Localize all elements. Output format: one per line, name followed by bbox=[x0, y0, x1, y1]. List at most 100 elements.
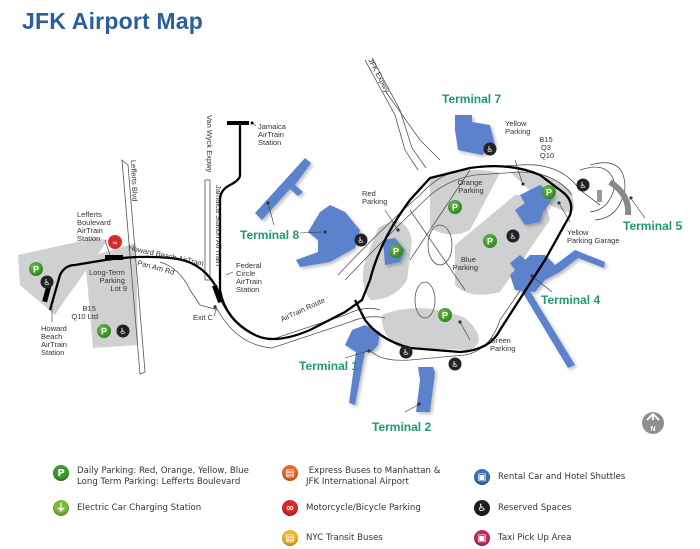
legend-label: Reserved Spaces bbox=[498, 503, 572, 513]
legend-item-express-bus: ▤ Express Buses to Manhattan &JFK Intern… bbox=[282, 465, 440, 488]
bus-lot9-label: B15 Q10 Ltd bbox=[71, 304, 98, 321]
svg-text:P: P bbox=[393, 247, 399, 257]
taxi-icon: ▣ bbox=[474, 530, 490, 546]
legend-item-ev-charging: ⏚ Electric Car Charging Station bbox=[53, 500, 201, 516]
pan-am-rd-label: Pan Am Rd bbox=[136, 258, 175, 277]
yellow-garage-label: Yellow Parking Garage bbox=[567, 228, 620, 245]
roads bbox=[121, 57, 626, 375]
motorcycle-icon: ∞ bbox=[282, 500, 298, 516]
express-bus-icon: ▤ bbox=[282, 465, 298, 481]
jamaica-airtrain-label: Jamaica Station AirTrain bbox=[214, 185, 223, 266]
legend-label: Motorcycle/Bicycle Parking bbox=[306, 503, 421, 513]
svg-text:♿: ♿ bbox=[451, 360, 458, 369]
svg-text:♿: ♿ bbox=[402, 348, 409, 357]
legend-label: Rental Car and Hotel Shuttles bbox=[498, 472, 626, 482]
legend-item-reserved: ♿ Reserved Spaces bbox=[474, 500, 571, 516]
svg-text:♿: ♿ bbox=[579, 181, 586, 190]
parking-icons: P P P P P P P bbox=[29, 185, 556, 338]
terminal-4-label[interactable]: Terminal 4 bbox=[541, 293, 600, 307]
motorcycle-icon: ∞ bbox=[108, 235, 122, 249]
exit-c-label: Exit C bbox=[193, 313, 214, 322]
parking-icon: P bbox=[448, 200, 462, 214]
legend-label: Electric Car Charging Station bbox=[77, 503, 202, 513]
legend-item-motorcycle: ∞ Motorcycle/Bicycle Parking bbox=[282, 500, 421, 516]
svg-text:♿: ♿ bbox=[509, 232, 516, 241]
terminal-5-label[interactable]: Terminal 5 bbox=[623, 219, 682, 233]
green-parking-label: Green Parking bbox=[490, 336, 515, 353]
accessible-icons: ♿ ♿ ♿ ♿ ♿ ♿ ♿ ♿ bbox=[40, 142, 590, 371]
airtrain-route-label: AirTrain Route bbox=[279, 295, 326, 323]
bus-t5-label: B15 Q3 Q10 bbox=[539, 135, 554, 160]
accessible-icon: ♿ bbox=[576, 178, 590, 192]
svg-text:P: P bbox=[452, 203, 458, 213]
legend-label: Taxi Pick Up Area bbox=[498, 533, 572, 543]
howard-beach-lot bbox=[18, 238, 108, 315]
svg-text:♿: ♿ bbox=[43, 278, 50, 287]
terminal-7-label[interactable]: Terminal 7 bbox=[442, 92, 501, 106]
jamaica-station-label: Jamaica AirTrain Station bbox=[258, 122, 288, 147]
terminal-5-building bbox=[608, 179, 632, 216]
parking-icon: P bbox=[29, 262, 43, 276]
green-parking-area bbox=[381, 308, 479, 350]
federal-circle-label: Federal Circle AirTrain Station bbox=[236, 261, 264, 294]
accessible-icon: ♿ bbox=[40, 275, 54, 289]
svg-text:P: P bbox=[487, 237, 493, 247]
svg-text:P: P bbox=[546, 188, 552, 198]
accessible-icon: ♿ bbox=[354, 233, 368, 247]
long-term-parking-label: Long-Term Parking Lot 9 bbox=[89, 268, 127, 293]
svg-text:P: P bbox=[101, 327, 107, 337]
terminal-8-main bbox=[296, 205, 360, 267]
svg-text:P: P bbox=[33, 265, 39, 275]
svg-text:N: N bbox=[650, 426, 655, 433]
parking-icon: P bbox=[483, 234, 497, 248]
orange-parking-label: Orange Parking bbox=[457, 178, 484, 195]
parking-icon: P bbox=[389, 244, 403, 258]
howard-beach-station-label: Howard Beach AirTrain Station bbox=[41, 324, 69, 357]
terminal-1-building bbox=[345, 325, 380, 405]
accessible-icon: ♿ bbox=[506, 229, 520, 243]
parking-icon: P bbox=[97, 324, 111, 338]
accessible-icon: ♿ bbox=[448, 357, 462, 371]
terminal-1-label[interactable]: Terminal 1 bbox=[299, 359, 358, 373]
terminal-8-label[interactable]: Terminal 8 bbox=[240, 228, 299, 242]
long-term-parking-lot9 bbox=[85, 243, 138, 348]
blue-parking-label: Blue Parking bbox=[453, 255, 478, 272]
page-title: JFK Airport Map bbox=[22, 8, 204, 34]
legend-label: Express Buses to Manhattan & bbox=[306, 466, 441, 476]
north-arrow-icon: N bbox=[642, 412, 664, 434]
terminal-4-main bbox=[510, 250, 605, 292]
lefferts-station-label: Lefferts Boulevard AirTrain Station bbox=[77, 210, 113, 243]
rental-shuttle-icon: ▣ bbox=[474, 469, 490, 485]
terminal-2-label[interactable]: Terminal 2 bbox=[372, 420, 431, 434]
svg-text:♿: ♿ bbox=[357, 236, 364, 245]
lefferts-blvd-label: Lefferts Blvd bbox=[129, 160, 139, 202]
legend-label: NYC Transit Buses bbox=[306, 533, 383, 543]
svg-text:♿: ♿ bbox=[486, 145, 493, 154]
airport-map: P P P P P P P ♿ ♿ ♿ ♿ ♿ ♿ ♿ ♿ ∞ JF bbox=[18, 57, 682, 434]
legend-item-transit-bus: ▤ NYC Transit Buses bbox=[282, 530, 383, 546]
parking-icon: P bbox=[438, 308, 452, 322]
parking-icon: P bbox=[542, 185, 556, 199]
leader-lines bbox=[51, 122, 646, 413]
legend: P Daily Parking: Red, Orange, Yellow, Bl… bbox=[0, 460, 700, 549]
accessible-icon: ♿ bbox=[474, 500, 490, 516]
blue-parking-building bbox=[515, 198, 545, 225]
jfk-expwy-label: JFK Expwy bbox=[366, 57, 392, 95]
parking-icon: P bbox=[53, 465, 69, 481]
legend-label: Daily Parking: Red, Orange, Yellow, Blue bbox=[77, 466, 249, 476]
red-parking-label: Red Parking bbox=[362, 189, 387, 206]
legend-item-rental-shuttle: ▣ Rental Car and Hotel Shuttles bbox=[474, 469, 625, 485]
terminal-2-building bbox=[416, 367, 435, 412]
terminal-5-garage bbox=[597, 190, 602, 202]
ev-charging-icon: ⏚ bbox=[53, 500, 69, 516]
accessible-icon: ♿ bbox=[399, 345, 413, 359]
terminal-4-concourse-b bbox=[520, 288, 575, 368]
legend-item-parking: P Daily Parking: Red, Orange, Yellow, Bl… bbox=[53, 465, 249, 488]
accessible-icon: ♿ bbox=[483, 142, 497, 156]
terminal-8-concourse-north bbox=[255, 158, 311, 220]
legend-item-taxi: ▣ Taxi Pick Up Area bbox=[474, 530, 571, 546]
svg-text:∞: ∞ bbox=[112, 239, 118, 247]
legend-label: JFK International Airport bbox=[306, 477, 409, 487]
orange-parking-area bbox=[430, 169, 500, 235]
van-wyck-label: Van Wyck Expwy bbox=[205, 115, 214, 173]
